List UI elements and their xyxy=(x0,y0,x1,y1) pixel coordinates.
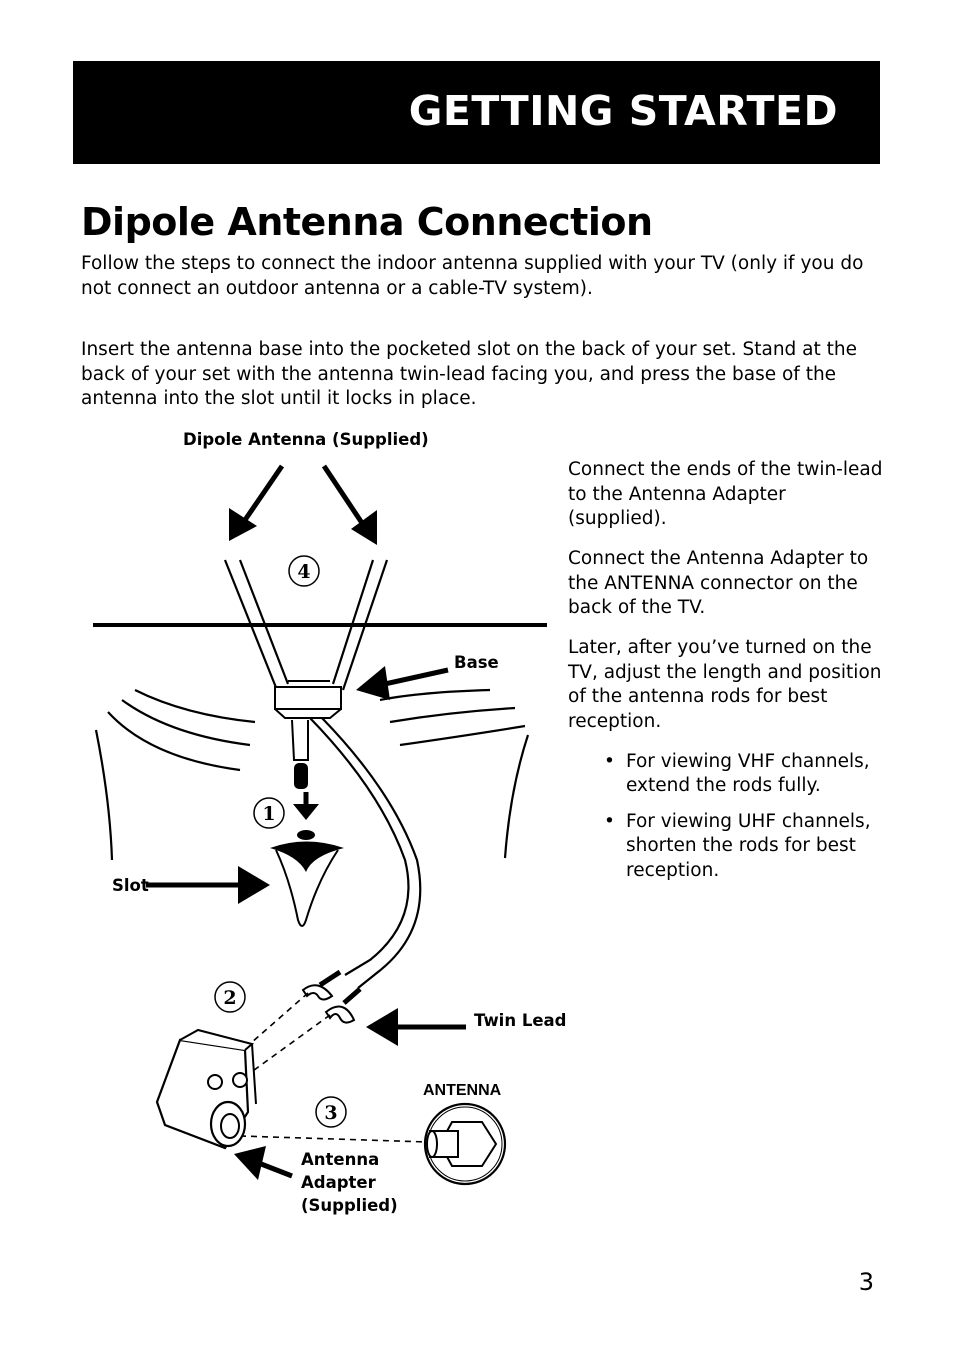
section-title: Dipole Antenna Connection xyxy=(81,200,653,244)
twin-lead-cable xyxy=(309,717,422,989)
adjust-paragraph: Later, after you’ve turned on the TV, ad… xyxy=(568,637,882,732)
connect-ends-paragraph: Connect the ends of the twin-lead to the… xyxy=(568,459,883,529)
label-antenna-adapter: Antenna Adapter (Supplied) xyxy=(301,1150,398,1215)
antenna-stem xyxy=(291,719,319,840)
label-slot: Slot xyxy=(112,876,149,895)
step-number-2: 2 xyxy=(214,981,246,1013)
connect-adapter-paragraph: Connect the Antenna Adapter to the ANTEN… xyxy=(568,548,869,618)
slot-pocket xyxy=(270,841,344,927)
step-number-3: 3 xyxy=(315,1096,347,1128)
antenna-base xyxy=(274,680,342,719)
label-dipole-antenna: Dipole Antenna (Supplied) xyxy=(183,430,429,449)
intro-paragraph: Follow the steps to connect the indoor a… xyxy=(81,253,864,299)
adapter-arrow xyxy=(234,1146,293,1180)
svg-text:2: 2 xyxy=(223,987,236,1009)
bullet-uhf: For viewing UHF channels, shorten the ro… xyxy=(604,810,884,884)
antenna-rods xyxy=(223,559,389,691)
antenna-adapter xyxy=(155,1028,257,1150)
step-number-1: 1 xyxy=(253,797,285,829)
connection-dashes xyxy=(239,992,429,1143)
dipole-arrows xyxy=(229,464,377,545)
svg-text:3: 3 xyxy=(324,1102,337,1124)
label-antenna-connector: ANTENNA xyxy=(423,1082,502,1099)
page-number: 3 xyxy=(858,1268,874,1296)
bullet-vhf: For viewing VHF channels, extend the rod… xyxy=(604,750,884,799)
tv-back-contours xyxy=(94,688,530,861)
svg-text:4: 4 xyxy=(297,561,310,583)
page-header-title: GETTING STARTED xyxy=(408,87,838,135)
base-arrow xyxy=(356,666,449,700)
label-base: Base xyxy=(454,653,499,672)
twin-lead-arrow xyxy=(366,1008,466,1046)
label-twin-lead: Twin Lead xyxy=(474,1011,567,1030)
header-bar: GETTING STARTED xyxy=(73,61,880,164)
step-number-4: 4 xyxy=(288,555,320,587)
steps-column: Connect the ends of the twin-lead to the… xyxy=(568,458,884,894)
svg-text:1: 1 xyxy=(262,803,275,825)
slot-arrow xyxy=(146,866,270,904)
spade-lugs xyxy=(301,969,362,1024)
reception-bullet-list: For viewing VHF channels, extend the rod… xyxy=(568,750,884,884)
insert-instructions: Insert the antenna base into the pockete… xyxy=(81,339,857,409)
antenna-connector-jack xyxy=(423,1102,507,1186)
